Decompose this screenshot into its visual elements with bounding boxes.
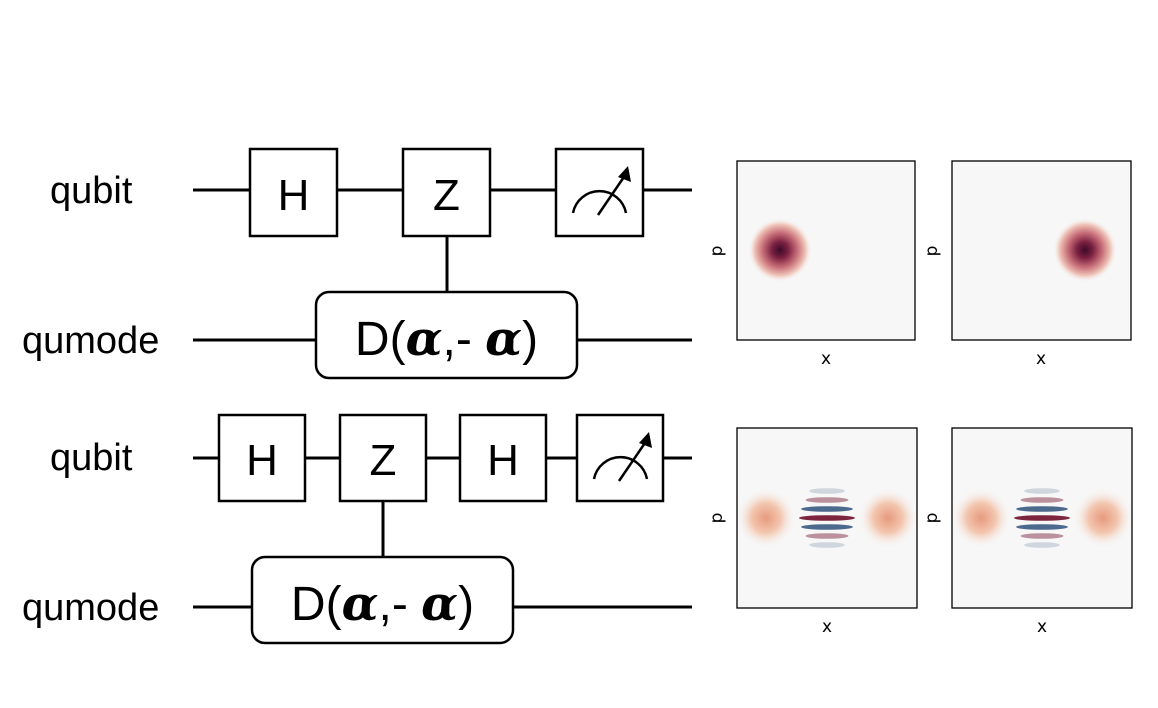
wigner-plot-3: x p (707, 427, 918, 637)
wigner-peak (951, 488, 1011, 548)
x-axis-label: x (822, 617, 832, 637)
wigner-plot-1: x p (707, 160, 916, 369)
wigner-peak (748, 218, 812, 282)
qumode-label: qumode (22, 587, 159, 629)
hadamard-gate: H (248, 147, 339, 238)
negative-fringe (801, 506, 853, 512)
y-axis-label: p (922, 246, 942, 257)
gate-label: H (487, 436, 519, 485)
wigner-peak (858, 488, 918, 548)
meter-icon (592, 432, 652, 482)
x-axis-label: x (1036, 349, 1046, 369)
positive-fringe (805, 497, 849, 503)
qubit-label: qubit (50, 437, 133, 479)
measure-gate (575, 413, 665, 503)
displacement-gate: D(α,- α) (250, 555, 515, 645)
positive-fringe (1020, 533, 1064, 539)
gate-label: H (278, 171, 310, 220)
circuit-1: qubit qumode H Z D(α,- α) (22, 147, 692, 380)
negative-fringe (1024, 488, 1060, 494)
measure-gate (554, 147, 645, 238)
circuit-2: qubit qumode H Z H D(α,- α) (22, 413, 692, 645)
qumode-label: qumode (22, 320, 159, 362)
negative-fringe (809, 488, 845, 494)
wigner-plot-4: x p (922, 427, 1133, 637)
displacement-label: D(α,- α) (355, 311, 538, 367)
hadamard-gate: H (458, 413, 548, 503)
gate-label: Z (370, 436, 397, 485)
wigner-peak (1053, 218, 1117, 282)
interference-fringes (1014, 488, 1070, 548)
interference-fringes (799, 488, 855, 548)
x-axis-label: x (821, 349, 831, 369)
positive-fringe (799, 515, 855, 521)
qubit-label: qubit (50, 170, 133, 212)
z-gate: Z (401, 147, 492, 238)
positive-fringe (1020, 497, 1064, 503)
y-axis-label: p (707, 246, 727, 257)
wigner-peak (1073, 488, 1133, 548)
hadamard-gate: H (217, 413, 307, 503)
y-axis-label: p (707, 513, 727, 524)
displacement-gate: D(α,- α) (314, 290, 579, 380)
meter-icon (571, 166, 631, 216)
negative-fringe (1016, 506, 1068, 512)
negative-fringe (1024, 542, 1060, 548)
y-axis-label: p (922, 513, 942, 524)
positive-fringe (805, 533, 849, 539)
x-axis-label: x (1037, 617, 1047, 637)
gate-label: Z (433, 171, 460, 220)
gate-label: H (246, 436, 278, 485)
wigner-plot-2: x p (922, 160, 1132, 369)
negative-fringe (1016, 524, 1068, 530)
wigner-peak (736, 488, 796, 548)
displacement-label: D(α,- α) (291, 576, 474, 632)
negative-fringe (809, 542, 845, 548)
negative-fringe (801, 524, 853, 530)
positive-fringe (1014, 515, 1070, 521)
z-gate: Z (338, 413, 428, 503)
